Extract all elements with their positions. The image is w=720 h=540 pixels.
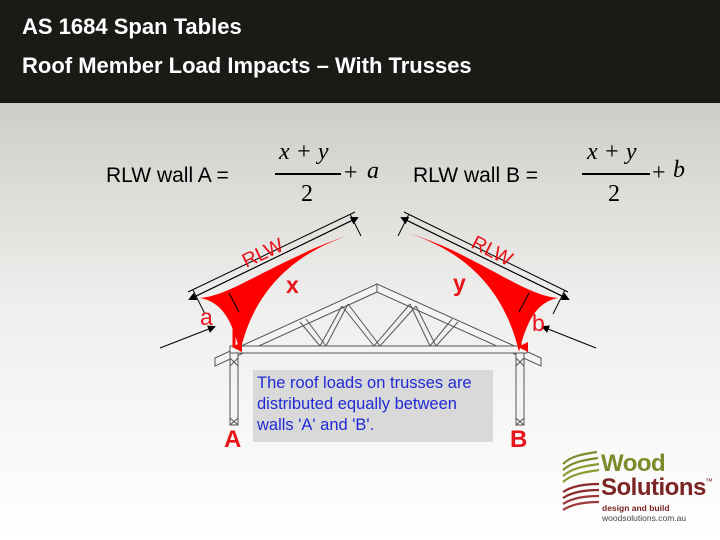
load-area-left [200, 233, 356, 352]
woodsolutions-leaf-icon [562, 450, 600, 511]
logo-trademark: ™ [705, 477, 713, 486]
equation-b-denominator: 2 [608, 181, 620, 207]
logo-word-wood: Wood [601, 450, 666, 477]
wall-b-label: B [510, 426, 528, 453]
equation-a-numerator: x + y [279, 139, 329, 165]
logo-word-solutions: Solutions [601, 474, 706, 501]
span-y-label: y [453, 270, 466, 296]
title-line-1: AS 1684 Span Tables [22, 14, 242, 39]
equation-b-numerator: x + y [587, 139, 637, 165]
span-x-label: x [286, 272, 299, 298]
equation-a-plus: + [344, 160, 358, 186]
wall-a-post [229, 352, 239, 426]
equation-b-fraction-line [582, 173, 650, 175]
equation-b-addend: b [673, 157, 685, 183]
logo-tagline: design and build [602, 503, 670, 513]
wall-a-label: A [224, 426, 242, 453]
equation-b-plus: + [652, 160, 666, 186]
wall-b-post [515, 352, 525, 426]
title-line-2: Roof Member Load Impacts – With Trusses [22, 53, 472, 78]
dimension-lines [159, 211, 597, 349]
overhang-a-label: a [200, 304, 213, 330]
equation-a-label: RLW wall A = [106, 164, 229, 187]
note-text-box: The roof loads on trusses are distribute… [253, 370, 493, 442]
truss-webs [299, 303, 459, 347]
equation-a-fraction-line [275, 173, 341, 175]
logo-website: woodsolutions.com.au [602, 513, 687, 523]
bottom-chord [229, 345, 528, 354]
equation-a-addend: a [367, 158, 379, 184]
equation-b-label: RLW wall B = [413, 164, 539, 187]
equation-a-denominator: 2 [301, 181, 313, 207]
title-bar: AS 1684 Span Tables Roof Member Load Imp… [0, 0, 720, 103]
overhang-b-label: b [532, 310, 545, 336]
